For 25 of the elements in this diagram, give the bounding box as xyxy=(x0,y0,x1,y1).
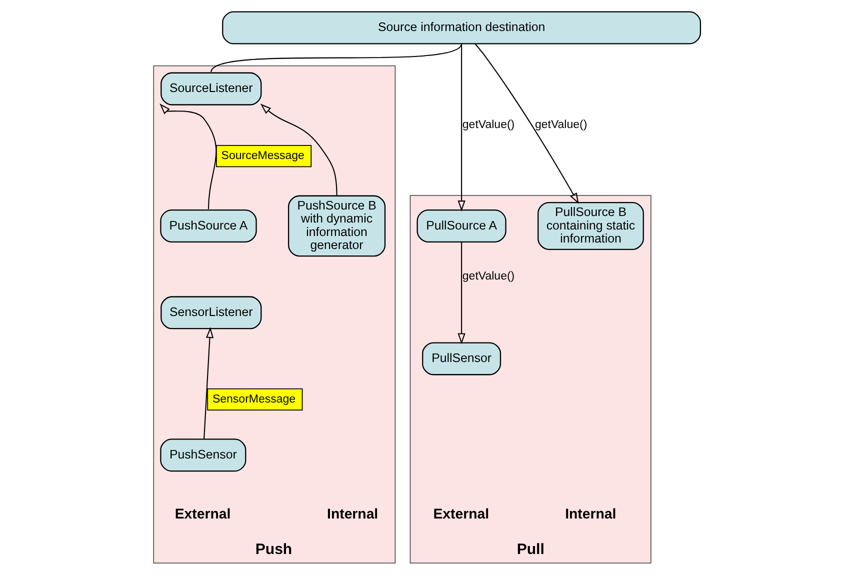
edge-label: SensorMessage xyxy=(212,393,296,406)
node-box: PullSensor xyxy=(422,342,501,376)
label: Internal xyxy=(564,506,616,522)
node-box: PullSource A xyxy=(416,209,506,242)
edge-label: getValue() xyxy=(462,119,514,132)
arrow xyxy=(457,44,465,212)
node-box: SensorListener xyxy=(160,296,262,330)
node-box: PushSource A xyxy=(160,209,256,242)
arrow xyxy=(203,327,214,439)
node-box: SourceListener xyxy=(160,72,262,106)
label: External xyxy=(432,506,489,522)
arrow xyxy=(159,104,216,210)
connector xyxy=(210,43,462,72)
node-box: PushSource B with dynamic information generator xyxy=(287,195,386,257)
label: External xyxy=(174,506,230,522)
node-box: PushSensor xyxy=(160,438,246,472)
label: Internal xyxy=(326,506,378,522)
node-box: PullSource B containing static information xyxy=(537,202,644,250)
arrow xyxy=(474,43,578,204)
node-box: Source information destination xyxy=(222,11,701,44)
edge-label: getValue() xyxy=(534,119,587,132)
edge-label: SourceMessage xyxy=(220,150,304,162)
arrow xyxy=(260,104,337,196)
arrow xyxy=(457,242,465,344)
edge-label: getValue() xyxy=(462,270,514,282)
